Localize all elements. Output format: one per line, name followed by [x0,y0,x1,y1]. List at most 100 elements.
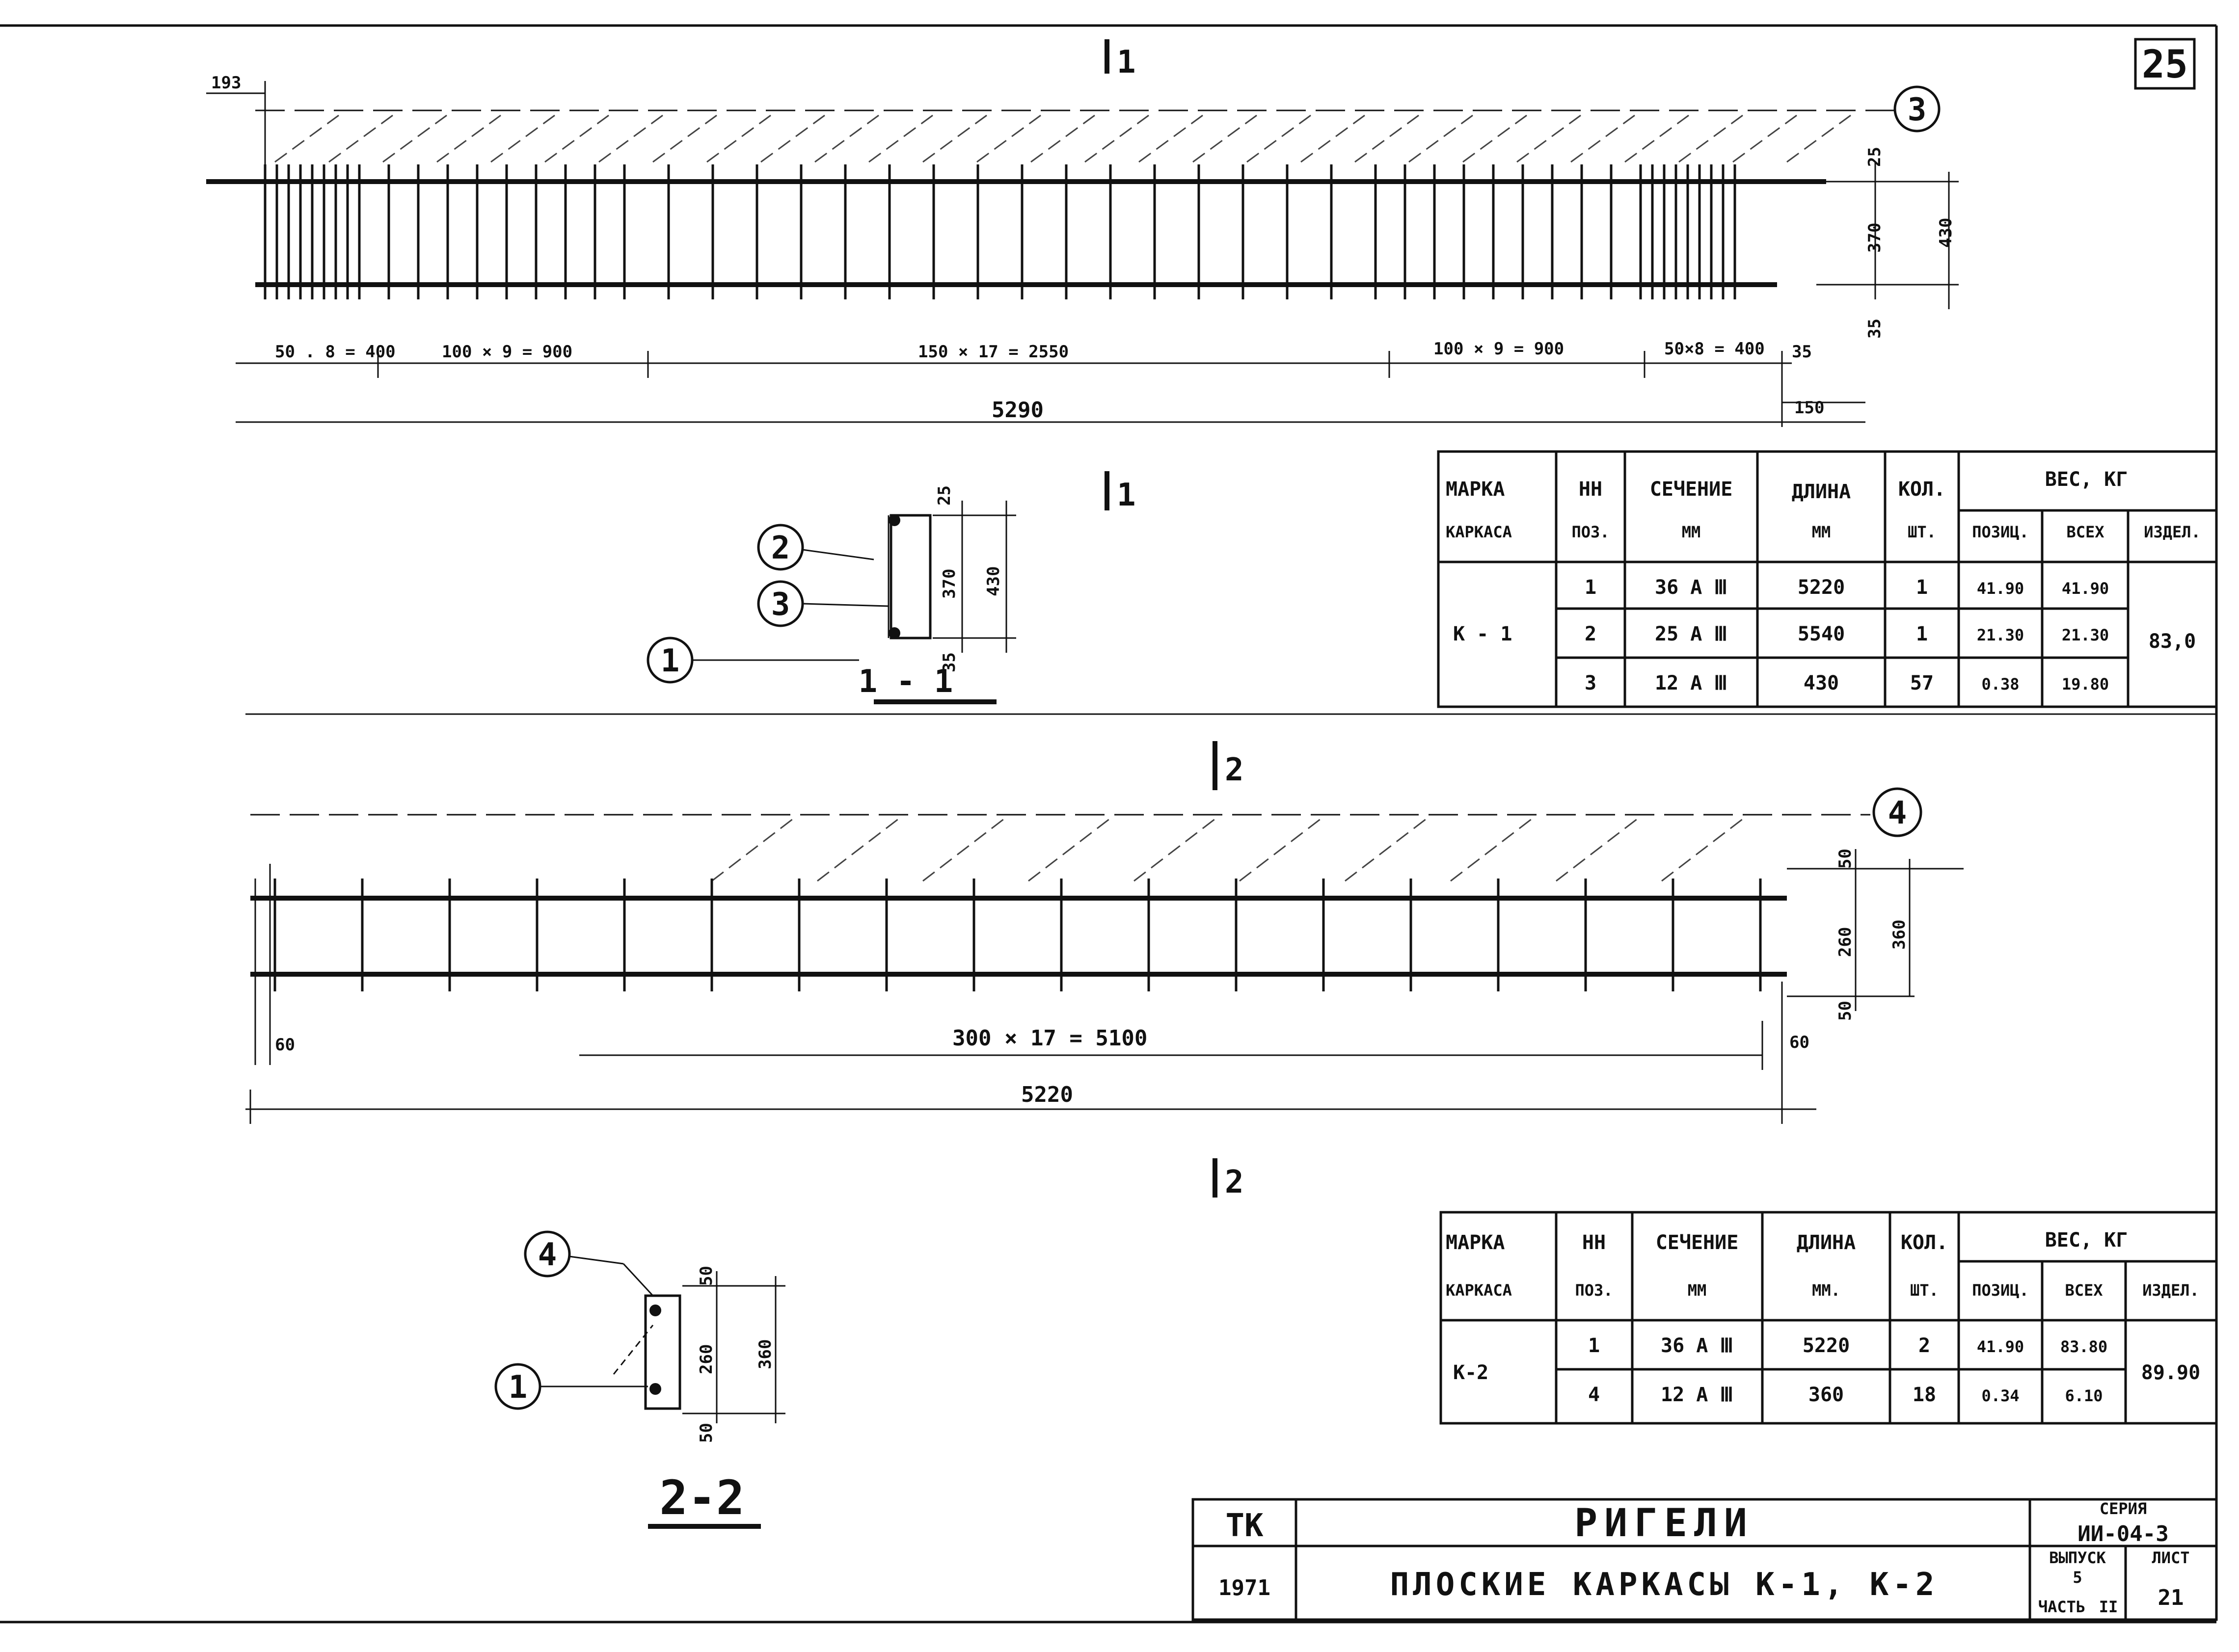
callout-3: 3 [1908,92,1927,128]
sec1-callout-3: 3 [771,586,790,623]
k2-dim-50-top: 50 [1835,849,1855,869]
k2-dim-50-bot: 50 [1835,1001,1855,1021]
hatch-line-k1 [1192,114,1257,163]
hatch-line-k1 [1354,114,1419,163]
t2-hdr-sec-1: СЕЧЕНИЕ [1656,1231,1739,1254]
t2-hdr-wall: ВСЕХ [2065,1281,2103,1300]
k2-dim-360: 360 [1889,920,1909,950]
total-length-k2: 5220 [1021,1082,1073,1107]
t1-hdr-wpos: ПОЗИЦ. [1972,523,2029,541]
hatch-line-k2 [1133,816,1218,882]
tb-title: РИГЕЛИ [1574,1501,1754,1545]
tb-year: 1971 [1218,1575,1270,1600]
k2-dim-260: 260 [1835,927,1855,957]
end-offset-k1: 150 [1794,398,1824,418]
t1-hdr-len-1: ДЛИНА [1792,480,1851,503]
tb-org: ТК [1225,1508,1264,1544]
hatch-line-k1 [1030,114,1095,163]
t2-hdr-sec-2: ММ [1688,1281,1707,1300]
t1-r3-wall: 19.80 [2062,675,2109,693]
t2-r2-sec: 12 A Ⅲ [1661,1384,1733,1406]
hatch-line-k1 [706,114,771,163]
hatch-line-k1 [1138,114,1203,163]
hatch-line-k2 [1661,816,1746,882]
spec-table-k1: МАРКА КАРКАСА НН ПОЗ. СЕЧЕНИЕ ММ ДЛИНА М… [1437,450,2218,708]
t2-hdr-len-2: ММ. [1812,1281,1840,1300]
tb-sheet-label: ЛИСТ [2152,1548,2189,1567]
hatch-line-k1 [382,114,447,163]
t2-r1-wall: 83.80 [2060,1337,2107,1356]
title-block: ТК 1971 РИГЕЛИ ПЛОСКИЕ КАРКАСЫ К-1, К-2 … [1191,1498,2218,1621]
t2-hdr-weight: ВЕС, КГ [2045,1229,2128,1252]
t1-hdr-qty-2: ШТ. [1908,523,1936,541]
t1-r1-pos: 1 [1585,576,1596,599]
sec1-dim-430: 430 [984,566,1003,596]
t2-r2-len: 360 [1808,1384,1844,1406]
hatch-line-k1 [1570,114,1635,163]
tb-part-label: ЧАСТЬ [2038,1598,2085,1616]
dim-right-25: 25 [1865,147,1885,167]
t1-r1-len: 5220 [1798,576,1845,599]
spacing-k2: 300 × 17 = 5100 [952,1026,1147,1051]
hatch-line-k1 [922,114,987,163]
hatch-line-k1 [1732,114,1797,163]
sec2-callout-1: 1 [509,1369,528,1406]
cut-label-2-bottom: 2 [1225,1164,1244,1200]
t2-r1-qty: 2 [1918,1334,1930,1357]
t2-r2-qty: 18 [1913,1384,1936,1406]
t1-mark: К - 1 [1453,623,1512,645]
hatch-line-k2 [1450,816,1535,882]
t2-r2-wall: 6.10 [2065,1386,2103,1405]
t1-r1-sec: 36 A Ⅲ [1655,576,1727,599]
sec2-dim-260: 260 [697,1344,716,1374]
stirrups-k1 [264,164,1736,299]
hatch-line-k1 [328,114,393,163]
dim-right-35: 35 [1865,319,1885,339]
t2-row-1: 1 36 A Ⅲ 5220 2 41.90 83.80 [1588,1334,2107,1357]
hatch-line-k2 [1239,816,1323,882]
sec2-dim-50-top: 50 [697,1266,716,1286]
sheet-number-box: 25 [2134,38,2196,90]
hatch-line-k2 [1345,816,1429,882]
t1-item-weight: 83,0 [2149,630,2196,653]
tb-issue-value: 5 [2073,1568,2082,1587]
stirrups-k2 [273,879,1762,991]
t1-row-2: 2 25 A Ⅲ 5540 1 21.30 21.30 [1585,623,2109,645]
dim-seg-6: 35 [1792,342,1812,362]
hatch-line-k2 [1028,816,1112,882]
elevation-k1: 1 3 193 50 . 8 = 400 100 × 9 = 900 150 ×… [206,39,1959,513]
t1-r2-len: 5540 [1798,623,1845,645]
hatch-line-k1 [1084,114,1149,163]
t2-hdr-mark-1: МАРКА [1446,1231,1505,1254]
t2-hdr-wpos: ПОЗИЦ. [1972,1281,2029,1300]
hatch-line-k1 [598,114,663,163]
section-1-1-title: 1 - 1 [859,664,953,700]
dim-right-430: 430 [1936,218,1956,248]
dim-seg-2: 100 × 9 = 900 [442,342,572,362]
t2-hdr-mark-2: КАРКАСА [1446,1281,1512,1300]
total-length-k1: 5290 [992,398,1044,423]
cut-label-1-top: 1 [1117,44,1136,80]
sec1-dim-370: 370 [940,569,959,599]
section-1-1: 25 370 430 35 2 3 1 1 - 1 [647,485,1016,704]
t2-r1-wpos: 41.90 [1977,1337,2024,1356]
t1-hdr-mark-1: МАРКА [1446,478,1505,501]
t1-hdr-pos-2: ПОЗ. [1571,523,1609,541]
t1-hdr-witem: ИЗДЕЛ. [2144,523,2201,541]
hatch-line-k1 [1624,114,1689,163]
sec2-dim-50-bot: 50 [697,1423,716,1443]
t1-r2-sec: 25 A Ⅲ [1655,623,1727,645]
t1-r1-qty: 1 [1916,576,1928,599]
t1-r2-qty: 1 [1916,623,1928,645]
t2-hdr-qty-1: КОЛ. [1901,1231,1948,1254]
tb-series-label: СЕРИЯ [2100,1499,2147,1518]
section-2-2: 50 260 360 50 4 1 2-2 [494,1230,785,1529]
hatch-line-k1 [814,114,879,163]
t2-r2-pos: 4 [1588,1384,1600,1406]
sec1-callout-1: 1 [661,643,680,679]
hatch-line-k1 [652,114,717,163]
t1-hdr-mark-2: КАРКАСА [1446,523,1512,541]
hatch-line-k1 [760,114,825,163]
t2-r2-wpos: 0.34 [1981,1386,2019,1405]
t2-hdr-witem: ИЗДЕЛ. [2142,1281,2199,1300]
